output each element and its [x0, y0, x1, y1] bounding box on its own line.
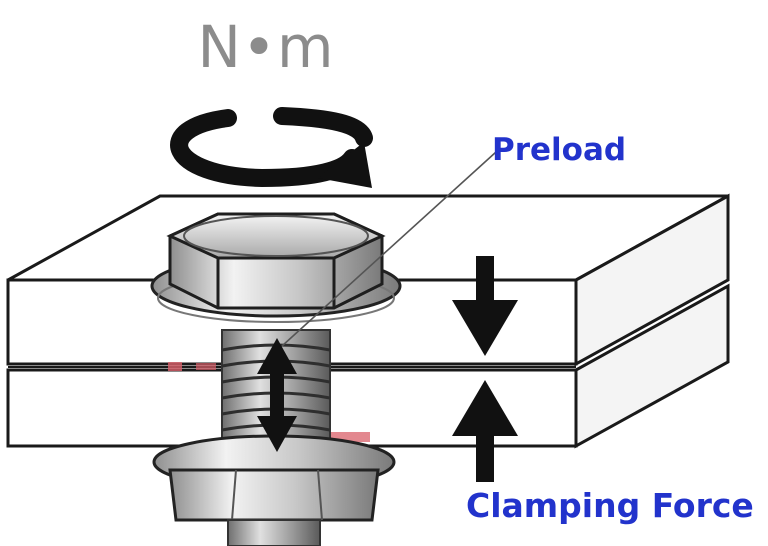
joint-gap-marks [168, 362, 370, 442]
bolt-head [166, 212, 386, 310]
nut-washer [152, 434, 396, 546]
clamping-force-arrows [452, 256, 518, 482]
preload-leader-line [281, 151, 497, 347]
torque-arrow-icon [170, 107, 373, 188]
torque-unit-label: N•m [197, 13, 335, 81]
clamping-force-label: Clamping Force [466, 486, 754, 525]
preload-arrow [257, 338, 297, 452]
preload-label: Preload [492, 132, 627, 168]
